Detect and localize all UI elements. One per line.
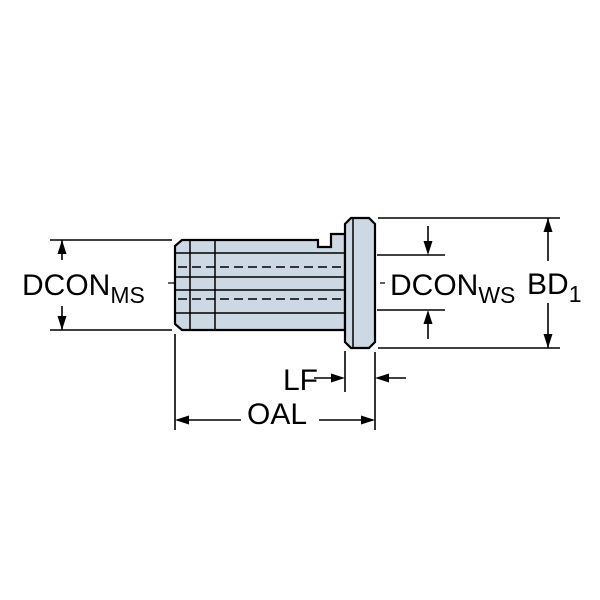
label-mask [521, 261, 589, 303]
body-detail-lines [176, 241, 373, 329]
dim-lf [314, 351, 406, 392]
arrow-up-icon [543, 218, 553, 232]
arrow-right-icon [361, 415, 375, 425]
arrow-down-icon [57, 316, 67, 330]
label-mask [16, 260, 166, 306]
label-bd1-main: BD [527, 268, 569, 301]
dim-dcon-ms [50, 239, 172, 331]
label-bd1-sub: 1 [569, 281, 582, 307]
label-oal: OAL [247, 398, 307, 431]
label-dcon-ws-main: DCON [390, 269, 478, 302]
tool-body [173, 232, 347, 332]
arrow-right-icon [331, 373, 345, 383]
label-dcon-ms-sub: MS [110, 282, 145, 308]
label-dcon-ms: DCONMS [22, 269, 145, 308]
arrow-down-icon [543, 334, 553, 348]
label-lf: LF [283, 364, 318, 397]
label-dcon-ms-main: DCON [22, 269, 110, 302]
flange [343, 216, 377, 350]
label-mask [241, 397, 319, 429]
label-bd1: BD1 [527, 268, 581, 307]
label-mask [386, 262, 524, 304]
label-dcon-ws: DCONWS [390, 269, 515, 308]
label-dcon-ws-sub: WS [478, 282, 515, 308]
arrow-up-icon [423, 310, 433, 324]
arrow-down-icon [423, 241, 433, 255]
dim-dcon-ws [377, 226, 445, 339]
arrow-left-icon [375, 373, 389, 383]
arrow-left-icon [175, 415, 189, 425]
arrow-up-icon [57, 240, 67, 254]
